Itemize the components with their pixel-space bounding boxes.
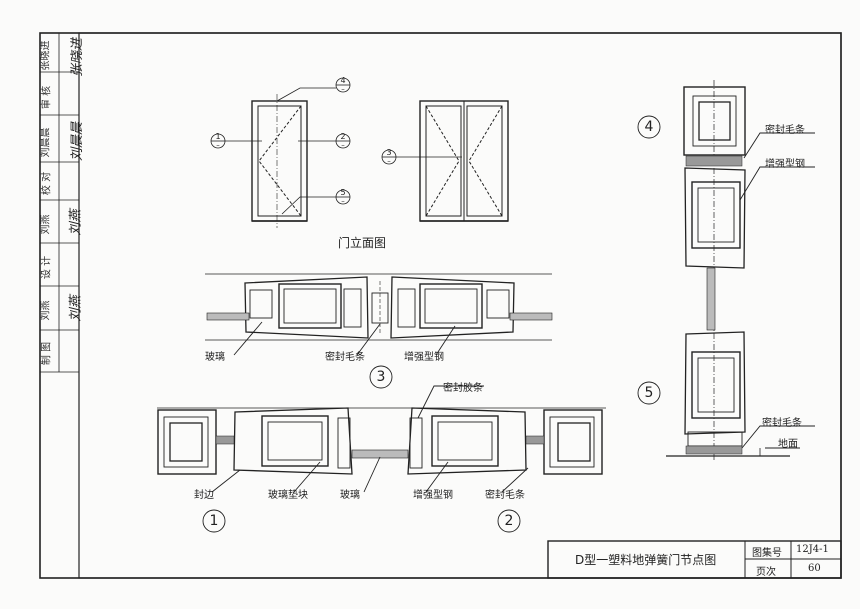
marker-1-sub: – — [216, 141, 220, 149]
design-role-label: 设 计 — [41, 255, 53, 280]
drawing-title: D型一塑料地弹簧门节点图 — [575, 553, 717, 567]
page-number-label: 页次 — [756, 567, 776, 578]
elevation-title: 门立面图 — [338, 236, 387, 250]
marker-3-sub: – — [387, 157, 391, 165]
d12-glazing-block-label: 玻璃垫块 — [268, 490, 308, 501]
d45-seal-brush-bottom-label: 密封毛条 — [762, 418, 802, 429]
detail-3-section — [205, 273, 553, 389]
marker-1-number: 1 — [215, 132, 221, 141]
side-block-grid — [40, 33, 79, 373]
elevation-double-door — [419, 100, 509, 222]
detail-5-number: 5 — [644, 385, 654, 401]
marker-4-number: 4 — [340, 76, 346, 85]
title-block — [547, 540, 842, 579]
designer-name-label: 刘燕 — [40, 214, 52, 235]
checker-name-label: 刘晨晨 — [40, 127, 52, 158]
proofread-role-label: 校 对 — [41, 171, 53, 196]
elevation-callouts — [210, 77, 462, 215]
page-number-value: 60 — [808, 563, 821, 574]
reviewer-name-label: 张晓进 — [40, 40, 52, 71]
d12-glass-label: 玻璃 — [340, 490, 360, 501]
detail-4-5-section — [637, 80, 815, 460]
designer-signature: 刘燕 — [68, 209, 84, 236]
drafter-signature: 刘燕 — [68, 295, 84, 322]
atlas-number-value: 12J4-1 — [796, 544, 829, 555]
d3-seal-brush-label: 密封毛条 — [325, 352, 365, 363]
d12-seal-brush-label: 密封毛条 — [485, 490, 525, 501]
marker-5-sub: – — [341, 197, 345, 205]
d12-seal-strip-label: 密封胶条 — [443, 383, 483, 394]
detail-4-number: 4 — [644, 119, 654, 135]
drafter-name-label: 刘燕 — [40, 300, 52, 321]
atlas-number-label: 图集号 — [752, 548, 782, 559]
d12-steel-label: 增强型钢 — [413, 490, 453, 501]
marker-5-number: 5 — [340, 188, 346, 197]
marker-2-sub: – — [341, 141, 345, 149]
detail-3-number: 3 — [376, 369, 386, 385]
d12-edge-label: 封边 — [194, 490, 214, 501]
detail-1-number: 1 — [209, 513, 219, 529]
reviewer-signature: 张晓进 — [70, 37, 86, 78]
drafting-role-label: 制 图 — [41, 341, 53, 366]
d45-floor-label: 地面 — [778, 439, 798, 450]
d3-glass-label: 玻璃 — [205, 352, 225, 363]
detail-1-2-section — [157, 385, 606, 533]
d45-seal-brush-top-label: 密封毛条 — [765, 125, 805, 136]
marker-2-number: 2 — [340, 132, 346, 141]
detail-2-number: 2 — [504, 513, 514, 529]
review-role-label: 审 核 — [41, 85, 53, 110]
drawing-frame — [78, 32, 842, 579]
checker-signature: 刘晨晨 — [70, 121, 86, 162]
marker-4-sub: – — [341, 85, 345, 93]
elevation-single-door — [251, 94, 308, 228]
marker-3-number: 3 — [386, 148, 392, 157]
d45-steel-label: 增强型钢 — [765, 159, 805, 170]
d3-steel-label: 增强型钢 — [404, 352, 444, 363]
